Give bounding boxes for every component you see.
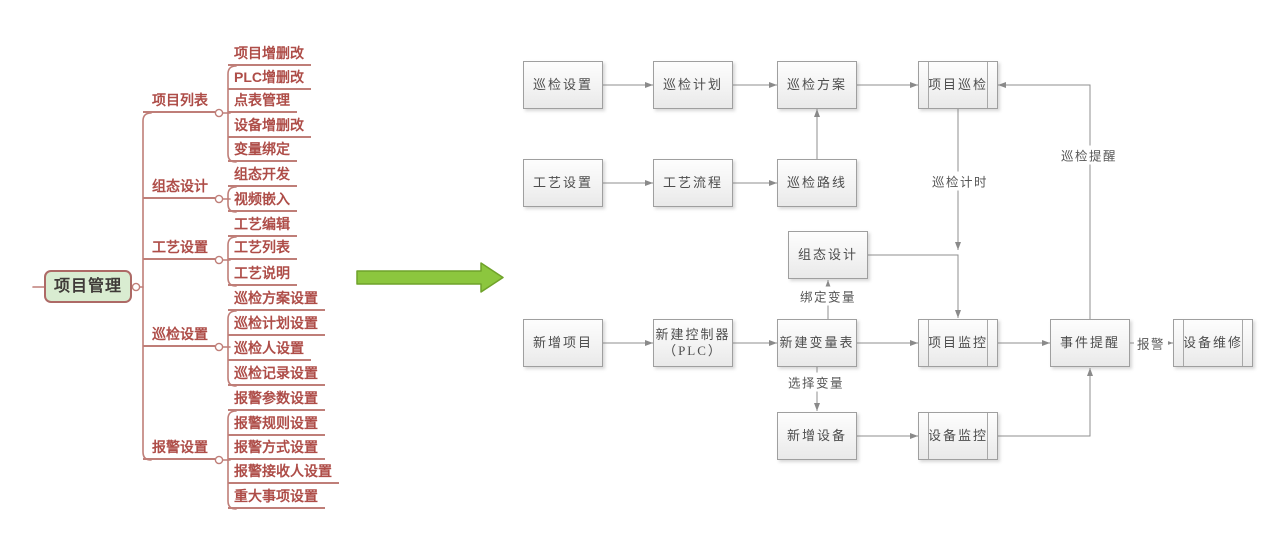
mindmap-leaf-project-list-3[interactable]: 设备增删改 bbox=[228, 117, 311, 138]
flow-node-process-flow[interactable]: 工艺流程 bbox=[653, 159, 733, 207]
flow-node-label: 巡检计划 bbox=[662, 77, 723, 92]
flow-node-device-monitor[interactable]: 设备监控 bbox=[918, 412, 998, 460]
flow-node-label: 巡检设置 bbox=[532, 77, 593, 92]
mindmap-leaf-alarm-settings-1[interactable]: 报警规则设置 bbox=[228, 415, 325, 436]
flow-node-inspection-scheme[interactable]: 巡检方案 bbox=[777, 61, 857, 109]
mindmap-branch-project-list[interactable]: 项目列表 bbox=[143, 92, 215, 113]
mindmap-leaf-inspection-settings-2[interactable]: 巡检人设置 bbox=[228, 340, 311, 361]
collapse-toggle-icon[interactable] bbox=[214, 342, 224, 352]
mindmap-leaf-inspection-settings-0[interactable]: 巡检方案设置 bbox=[228, 290, 325, 311]
mindmap-leaf-project-list-4[interactable]: 变量绑定 bbox=[228, 141, 297, 162]
flow-node-event-reminder[interactable]: 事件提醒 bbox=[1050, 319, 1130, 367]
flow-node-project-inspection[interactable]: 项目巡检 bbox=[918, 61, 998, 109]
transform-arrow-icon bbox=[356, 262, 504, 293]
flow-node-new-controller[interactable]: 新建控制器（PLC） bbox=[653, 319, 733, 367]
flow-node-label: 巡检方案 bbox=[786, 77, 847, 92]
flow-node-label: 新增设备 bbox=[786, 428, 847, 443]
flow-node-inspection-plan[interactable]: 巡检计划 bbox=[653, 61, 733, 109]
mindmap-leaf-alarm-settings-4[interactable]: 重大事项设置 bbox=[228, 488, 325, 509]
mindmap-leaf-project-list-1[interactable]: PLC增删改 bbox=[228, 69, 311, 90]
flow-node-label: 项目巡检 bbox=[927, 77, 988, 92]
mindmap-leaf-inspection-settings-1[interactable]: 巡检计划设置 bbox=[228, 315, 325, 336]
mindmap-branch-config-design[interactable]: 组态设计 bbox=[143, 178, 215, 199]
flow-node-process-settings[interactable]: 工艺设置 bbox=[523, 159, 603, 207]
mindmap-branch-inspection-settings[interactable]: 巡检设置 bbox=[143, 326, 215, 347]
flow-node-label: 新增项目 bbox=[532, 335, 593, 350]
mindmap-leaf-alarm-settings-0[interactable]: 报警参数设置 bbox=[228, 390, 325, 411]
flow-node-inspection-route[interactable]: 巡检路线 bbox=[777, 159, 857, 207]
mindmap-root-node[interactable]: 项目管理 bbox=[44, 270, 132, 303]
flow-node-label: 设备维修 bbox=[1182, 335, 1243, 350]
flow-node-new-device[interactable]: 新增设备 bbox=[777, 412, 857, 460]
mindmap-leaf-config-design-1[interactable]: 视频嵌入 bbox=[228, 191, 297, 212]
flow-node-label: 组态设计 bbox=[797, 247, 858, 262]
flow-node-label: 项目监控 bbox=[927, 335, 988, 350]
flow-node-label: 巡检路线 bbox=[786, 175, 847, 190]
flow-node-label: 事件提醒 bbox=[1059, 335, 1120, 350]
flow-node-label-line2: （PLC） bbox=[663, 343, 723, 358]
flow-node-new-variable-table[interactable]: 新建变量表 bbox=[777, 319, 857, 367]
mindmap-leaf-project-list-2[interactable]: 点表管理 bbox=[228, 92, 297, 113]
collapse-toggle-icon[interactable] bbox=[214, 255, 224, 265]
flow-node-label: 工艺流程 bbox=[662, 175, 723, 190]
mindmap-leaf-process-settings-2[interactable]: 工艺说明 bbox=[228, 265, 297, 286]
edge-label-inspection-timing: 巡检计时 bbox=[928, 171, 992, 191]
flow-node-config-design[interactable]: 组态设计 bbox=[788, 231, 868, 279]
mindmap-leaf-process-settings-0[interactable]: 工艺编辑 bbox=[228, 216, 297, 237]
mindmap-leaf-process-settings-1[interactable]: 工艺列表 bbox=[228, 239, 297, 260]
flow-node-label: 新建控制器 bbox=[655, 327, 731, 342]
edge-label-alarm: 报警 bbox=[1133, 333, 1169, 353]
flow-node-label: 新建变量表 bbox=[779, 335, 855, 350]
collapse-toggle-icon[interactable] bbox=[131, 282, 141, 292]
mindmap-leaf-alarm-settings-2[interactable]: 报警方式设置 bbox=[228, 439, 325, 460]
edge-label-inspection-reminder: 巡检提醒 bbox=[1057, 145, 1121, 165]
edge-label-select-variable: 选择变量 bbox=[784, 372, 848, 392]
collapse-toggle-icon[interactable] bbox=[214, 194, 224, 204]
edge-label-bind-variable: 绑定变量 bbox=[796, 286, 860, 306]
collapse-toggle-icon[interactable] bbox=[214, 108, 224, 118]
mindmap-branch-process-settings[interactable]: 工艺设置 bbox=[143, 239, 215, 260]
flowchart-edges bbox=[603, 82, 1173, 439]
flow-node-label: 设备监控 bbox=[927, 428, 988, 443]
flow-node-project-monitor[interactable]: 项目监控 bbox=[918, 319, 998, 367]
flow-node-device-repair[interactable]: 设备维修 bbox=[1173, 319, 1253, 367]
collapse-toggle-icon[interactable] bbox=[214, 455, 224, 465]
flow-node-new-project[interactable]: 新增项目 bbox=[523, 319, 603, 367]
mindmap-branch-alarm-settings[interactable]: 报警设置 bbox=[143, 439, 215, 460]
mindmap-leaf-project-list-0[interactable]: 项目增删改 bbox=[228, 45, 311, 66]
mindmap-leaf-alarm-settings-3[interactable]: 报警接收人设置 bbox=[228, 463, 339, 484]
mindmap-leaf-inspection-settings-3[interactable]: 巡检记录设置 bbox=[228, 365, 325, 386]
mindmap-leaf-config-design-0[interactable]: 组态开发 bbox=[228, 166, 297, 187]
flow-node-inspection-settings[interactable]: 巡检设置 bbox=[523, 61, 603, 109]
flow-node-label: 工艺设置 bbox=[532, 175, 593, 190]
